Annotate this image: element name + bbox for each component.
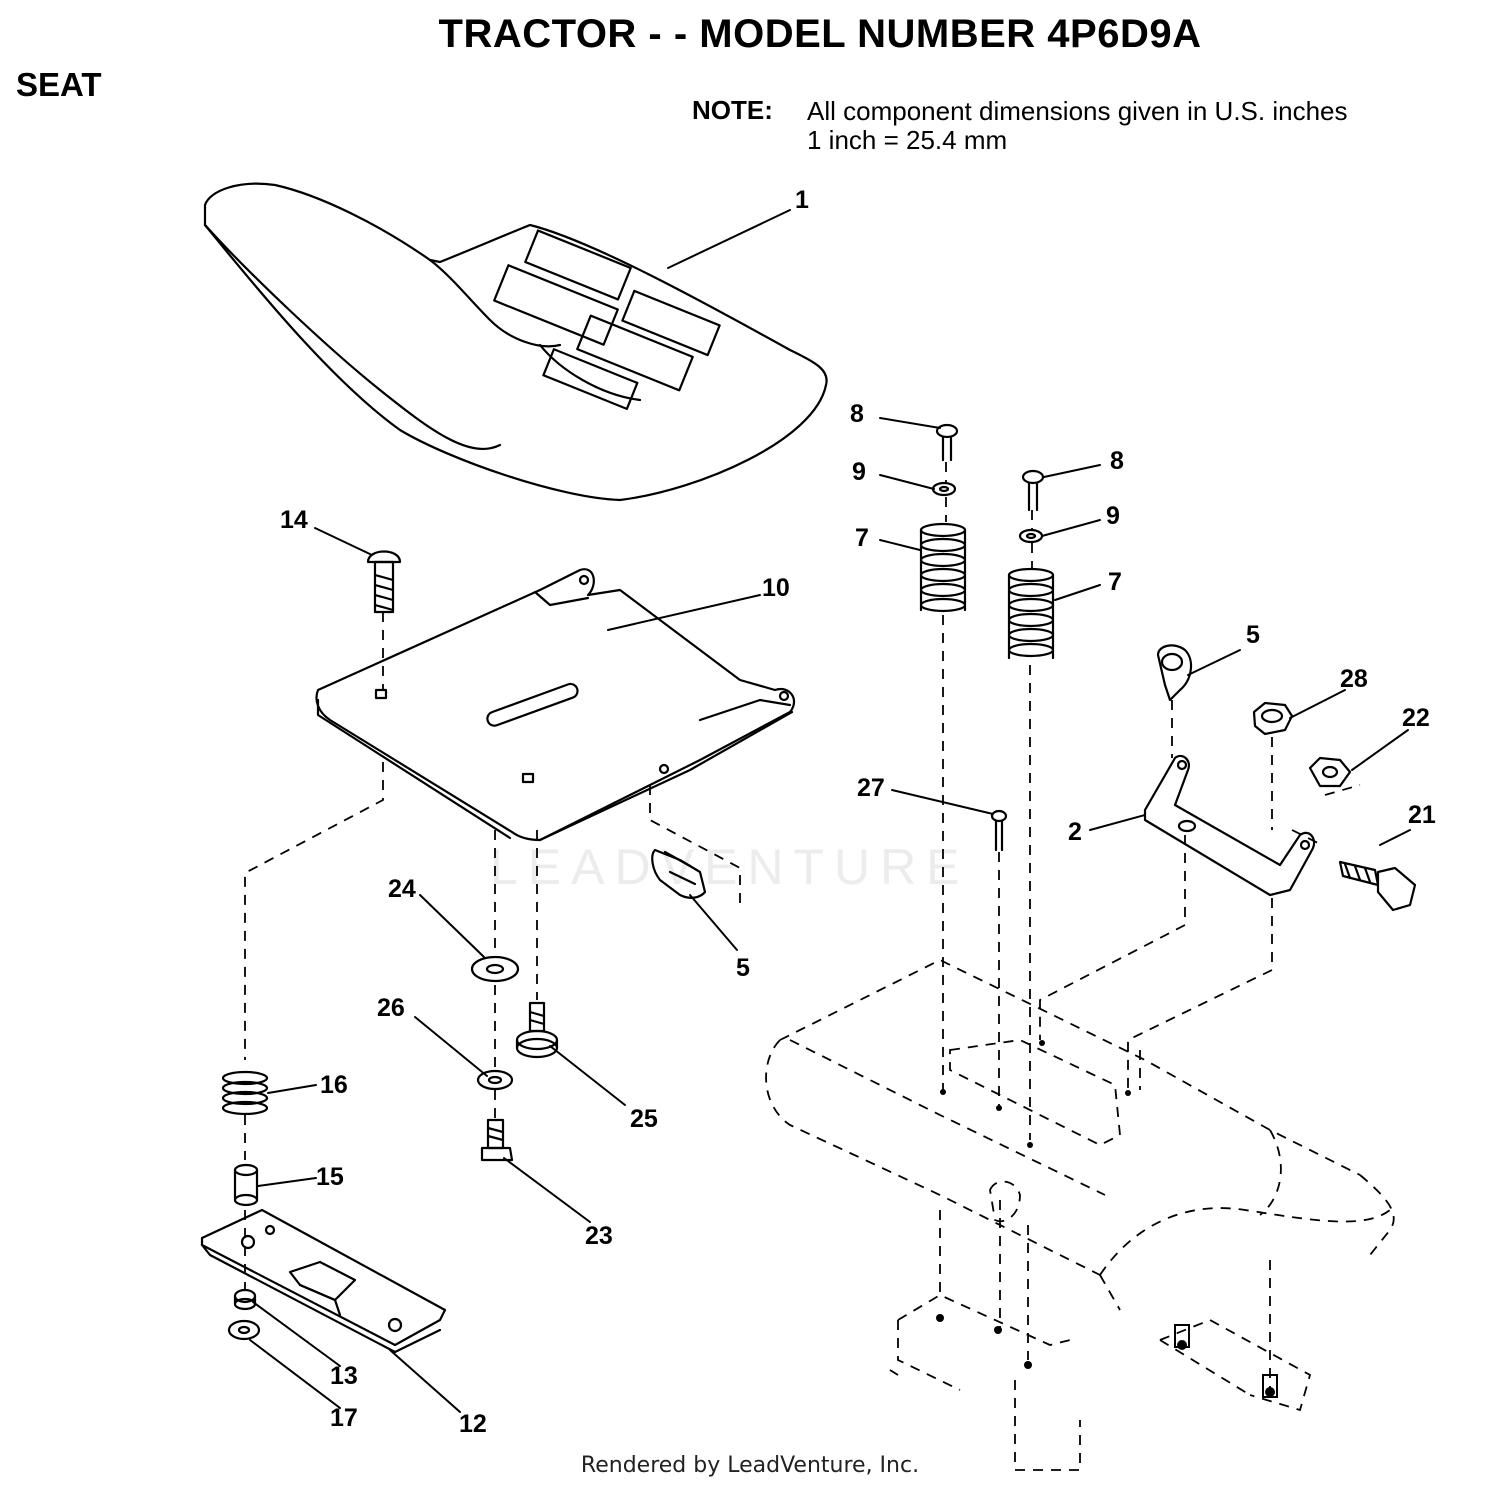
callout-8-right: 8 [1110,447,1124,475]
assembly-dashed-lines [244,462,1395,1471]
note-line-1: All component dimensions given in U.S. i… [807,96,1348,126]
note-label: NOTE: [692,95,773,125]
callout-13: 13 [330,1362,358,1390]
hex-bolt-23-part[interactable] [480,1118,514,1162]
bolt-21-part[interactable] [1338,860,1417,912]
nut-13-part[interactable] [233,1288,257,1311]
callout-23: 23 [585,1222,613,1250]
callout-22: 22 [1402,704,1430,732]
callout-24: 24 [388,875,416,903]
callout-14: 14 [280,506,308,534]
bolt-8-left-part[interactable] [935,423,959,462]
leader-lines [249,209,1411,1413]
footer-credit: Rendered by LeadVenture, Inc. [580,1453,920,1478]
note-line-2: 1 inch = 25.4 mm [807,125,1008,155]
seat-pan-part[interactable] [315,568,796,842]
diagram-title: TRACTOR - - MODEL NUMBER 4P6D9A [438,12,1202,56]
bolt-27-part[interactable] [990,809,1008,852]
callout-5-left: 5 [736,954,750,982]
bushing-part[interactable] [233,1163,259,1207]
washer-9-left-part[interactable] [931,481,957,497]
lock-washer-26-part[interactable] [476,1069,514,1091]
shoulder-bolt-25-part[interactable] [515,1001,559,1059]
nut-22-part[interactable] [1308,756,1352,788]
carriage-bolt-part[interactable] [366,550,402,614]
bracket-plate-part[interactable] [200,1208,447,1354]
bracket-2-part[interactable] [1143,754,1316,897]
callout-25: 25 [630,1105,658,1133]
callout-1: 1 [795,186,809,214]
callout-27: 27 [857,774,885,802]
spring-16-part[interactable] [221,1070,269,1116]
bolt-8-right-part[interactable] [1021,469,1045,512]
section-label: SEAT [16,66,102,103]
callout-21: 21 [1408,801,1436,829]
seat-part[interactable] [203,182,828,502]
callout-15: 15 [316,1163,344,1191]
watermark-text: LEADVENTURE [490,839,970,895]
callout-10: 10 [762,574,790,602]
callout-16: 16 [320,1071,348,1099]
washer-17-part[interactable] [227,1319,261,1341]
callout-28: 28 [1340,665,1368,693]
callout-7-left: 7 [855,524,869,552]
callout-9-right: 9 [1106,502,1120,530]
callout-26: 26 [377,994,405,1022]
callout-9-left: 9 [852,458,866,486]
callout-12: 12 [459,1410,487,1438]
washer-9-right-part[interactable] [1018,528,1044,544]
callout-8-left: 8 [850,400,864,428]
spring-7-right-part[interactable] [1007,567,1055,660]
callout-7-right: 7 [1108,568,1122,596]
clip-5-right-part[interactable] [1156,644,1193,702]
callout-17: 17 [330,1404,358,1432]
nut-28-part[interactable] [1252,701,1294,736]
washer-24-part[interactable] [470,955,520,983]
callout-2: 2 [1068,818,1082,846]
spring-7-left-part[interactable] [919,522,967,613]
clip-5-left-part[interactable] [651,848,707,899]
callout-5-right: 5 [1246,621,1260,649]
body-studs [1174,1324,1278,1398]
